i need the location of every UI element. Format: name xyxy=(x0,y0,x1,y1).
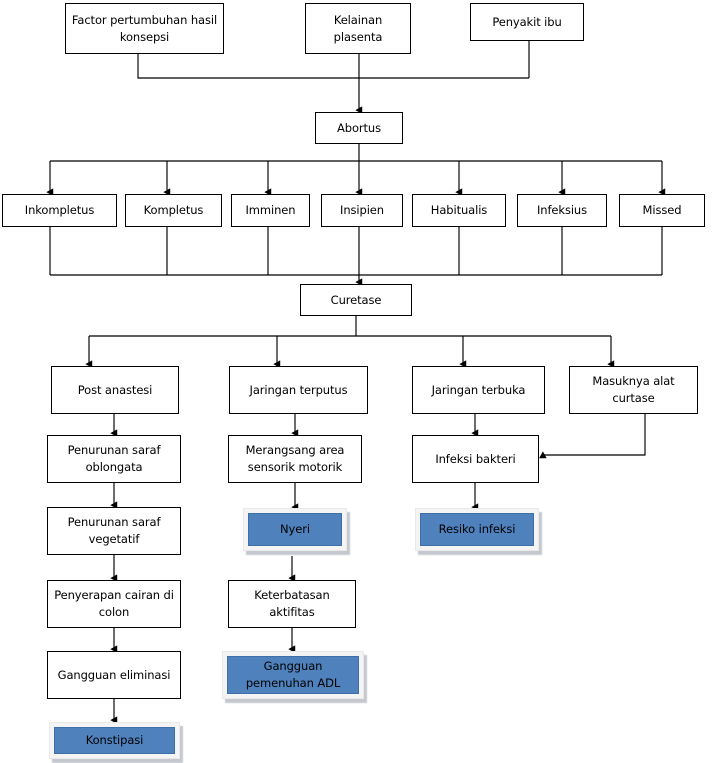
node-infeksi-bakteri[interactable]: Infeksi bakteri xyxy=(412,435,539,483)
node-label-habitualis: Habitualis xyxy=(430,203,488,218)
node-kompletus[interactable]: Kompletus xyxy=(125,194,222,227)
node-post-anastesi[interactable]: Post anastesi xyxy=(51,366,179,414)
node-fill-nyeri: Nyeri xyxy=(248,513,342,546)
node-label-jaringan-terputus: Jaringan terputus xyxy=(249,382,348,397)
node-inkompletus[interactable]: Inkompletus xyxy=(2,194,117,227)
node-nyeri[interactable]: Nyeri xyxy=(243,508,347,551)
node-kelainan-plasenta[interactable]: Kelainan plasenta xyxy=(305,3,411,54)
node-fill-gangguan-pemenuhan-adl: Gangguan pemenuhan ADL xyxy=(227,656,359,694)
node-label-infeksius: Infeksius xyxy=(536,203,588,218)
node-label-post-anastesi: Post anastesi xyxy=(77,382,153,397)
node-label-merangsang-area-sensorik: Merangsang area sensorik motorik xyxy=(245,443,345,474)
node-penyerapan-cairan[interactable]: Penyerapan cairan di colon xyxy=(47,580,181,628)
node-label-abortus: Abortus xyxy=(336,120,382,135)
node-label-kelainan-plasenta: Kelainan plasenta xyxy=(333,12,383,44)
node-abortus[interactable]: Abortus xyxy=(315,112,403,144)
node-label-jaringan-terbuka: Jaringan terbuka xyxy=(431,382,526,397)
node-label-penurunan-saraf-vegetatif: Penurunan saraf vegetatif xyxy=(67,515,161,546)
node-label-resiko-infeksi: Resiko infeksi xyxy=(438,522,516,537)
node-label-gangguan-eliminasi: Gangguan eliminasi xyxy=(57,667,171,682)
node-masuknya-alat-curtase[interactable]: Masuknya alat curtase xyxy=(569,366,698,414)
node-fill-konstipasi: Konstipasi xyxy=(54,727,175,754)
node-label-infeksi-bakteri: Infeksi bakteri xyxy=(435,451,516,466)
node-penurunan-saraf-vegetatif[interactable]: Penurunan saraf vegetatif xyxy=(47,507,181,555)
node-merangsang-area-sensorik[interactable]: Merangsang area sensorik motorik xyxy=(228,435,362,483)
node-label-imminen: Imminen xyxy=(245,203,296,218)
node-label-nyeri: Nyeri xyxy=(280,522,310,537)
node-gangguan-eliminasi[interactable]: Gangguan eliminasi xyxy=(47,651,181,699)
node-imminen[interactable]: Imminen xyxy=(231,194,310,227)
node-label-inkompletus: Inkompletus xyxy=(24,203,95,218)
node-fill-resiko-infeksi: Resiko infeksi xyxy=(420,513,534,546)
node-resiko-infeksi[interactable]: Resiko infeksi xyxy=(415,508,539,551)
node-keterbatasan-aktifitas[interactable]: Keterbatasan aktifitas xyxy=(228,580,356,628)
edge-factor-to-merge xyxy=(137,54,529,79)
node-jaringan-terbuka[interactable]: Jaringan terbuka xyxy=(412,366,545,414)
node-label-missed: Missed xyxy=(642,203,682,218)
node-missed[interactable]: Missed xyxy=(619,194,705,227)
node-label-kompletus: Kompletus xyxy=(143,203,204,218)
node-penyakit-ibu[interactable]: Penyakit ibu xyxy=(470,3,584,41)
edge-masuknya-alat-to-infeksi xyxy=(539,414,646,459)
node-label-gangguan-pemenuhan-adl: Gangguan pemenuhan ADL xyxy=(245,659,341,690)
node-habitualis[interactable]: Habitualis xyxy=(412,194,506,227)
node-factor-pertumbuhan[interactable]: Factor pertumbuhan hasil konsepsi xyxy=(65,3,224,54)
node-konstipasi[interactable]: Konstipasi xyxy=(49,722,180,759)
node-gangguan-pemenuhan-adl[interactable]: Gangguan pemenuhan ADL xyxy=(222,651,364,699)
node-label-keterbatasan-aktifitas: Keterbatasan aktifitas xyxy=(254,588,330,619)
node-label-factor-pertumbuhan: Factor pertumbuhan hasil konsepsi xyxy=(71,12,218,44)
node-label-penyerapan-cairan: Penyerapan cairan di colon xyxy=(54,588,174,619)
node-label-konstipasi: Konstipasi xyxy=(85,733,144,748)
node-curetase[interactable]: Curetase xyxy=(300,284,412,316)
node-penurunan-saraf-oblongata[interactable]: Penurunan saraf oblongata xyxy=(47,435,181,483)
node-label-curetase: Curetase xyxy=(330,292,382,307)
node-jaringan-terputus[interactable]: Jaringan terputus xyxy=(229,366,368,414)
node-insipien[interactable]: Insipien xyxy=(321,194,403,227)
node-label-insipien: Insipien xyxy=(340,203,384,218)
node-label-masuknya-alat-curtase: Masuknya alat curtase xyxy=(592,374,675,405)
node-infeksius[interactable]: Infeksius xyxy=(517,194,607,227)
node-label-penyakit-ibu: Penyakit ibu xyxy=(492,14,562,29)
node-label-penurunan-saraf-oblongata: Penurunan saraf oblongata xyxy=(67,443,161,474)
